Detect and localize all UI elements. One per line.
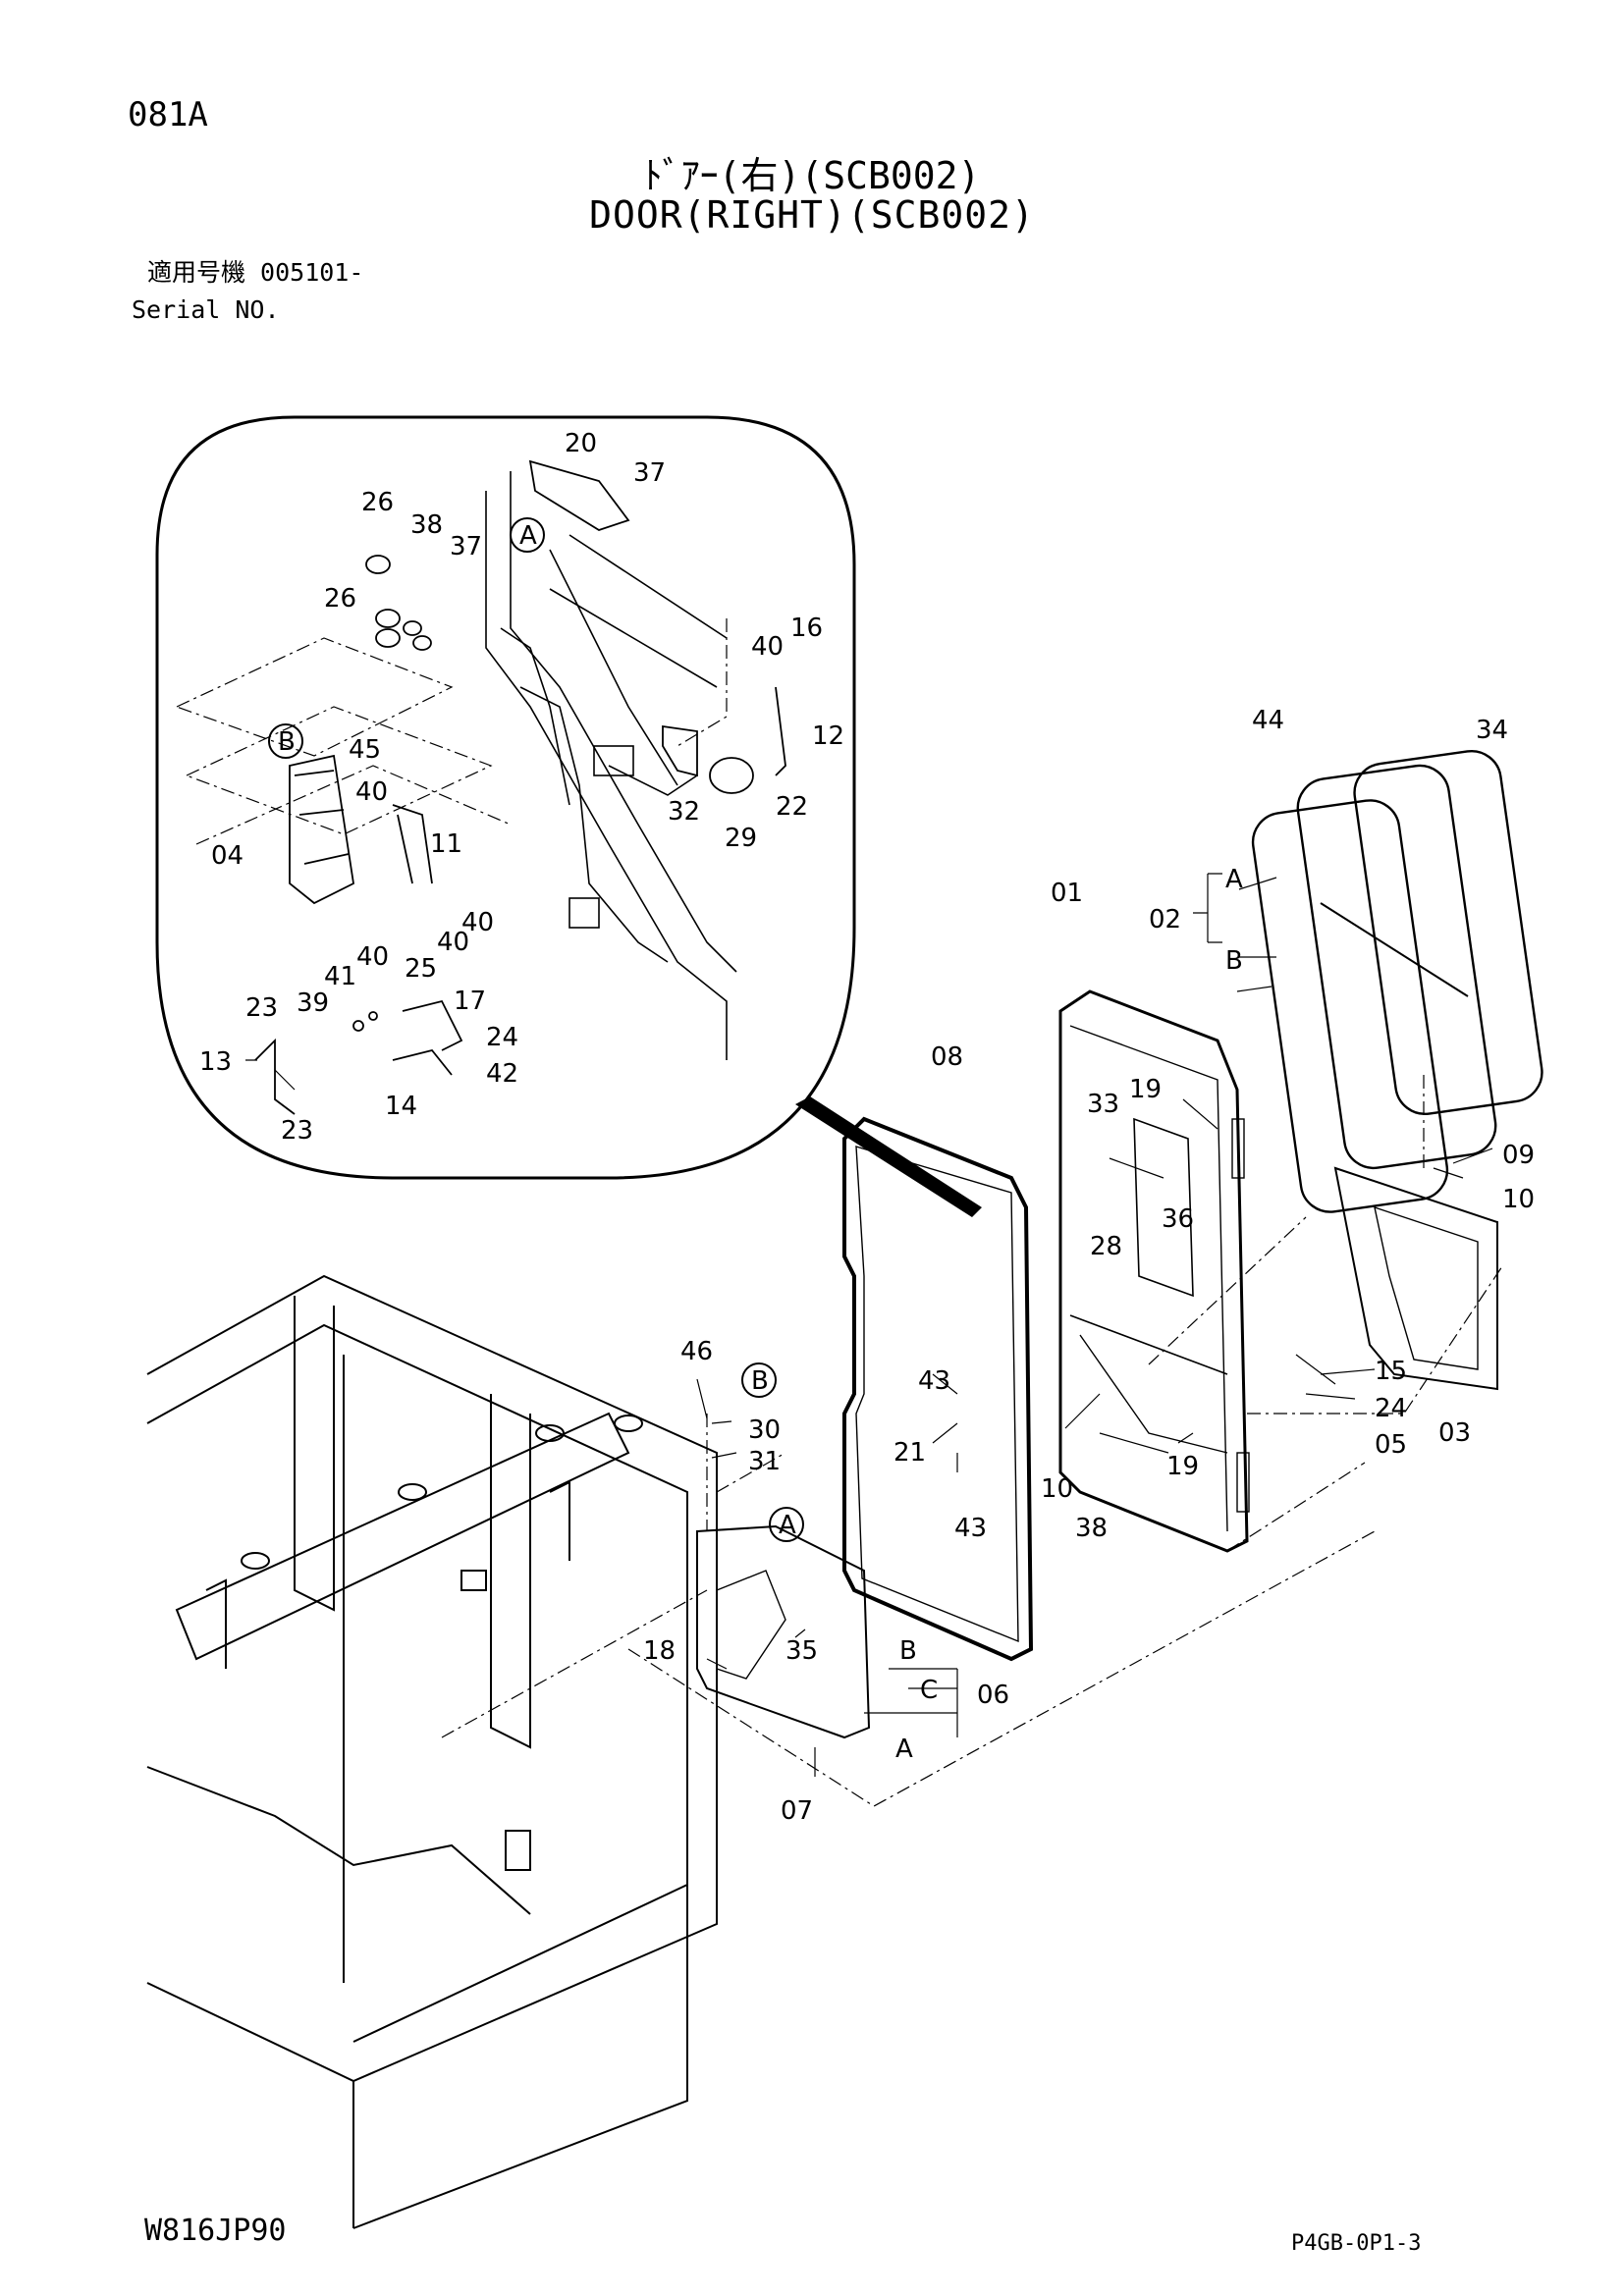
- callout-34: 34: [1476, 716, 1508, 745]
- door-seal: [842, 1116, 1034, 1662]
- callout-11: 11: [430, 829, 462, 859]
- callout-22: 22: [776, 792, 808, 822]
- callout-40-right: 40: [461, 908, 494, 937]
- callout-21: 21: [893, 1438, 926, 1468]
- callout-03: 03: [1438, 1418, 1471, 1448]
- callout-28: 28: [1090, 1232, 1122, 1261]
- callout-12: 12: [812, 721, 844, 751]
- drawing-number: W816JP90: [144, 2214, 287, 2248]
- callout-31: 31: [748, 1447, 781, 1476]
- callout-14: 14: [385, 1092, 417, 1121]
- callout-26-bottom: 26: [324, 584, 356, 614]
- callout-10-door: 10: [1041, 1474, 1073, 1504]
- callout-26-top: 26: [361, 488, 394, 517]
- installation-guides: [441, 1075, 1503, 1807]
- callout-38-door: 38: [1075, 1514, 1108, 1543]
- callout-35: 35: [785, 1636, 818, 1666]
- callout-43-top: 43: [918, 1366, 950, 1396]
- page-title: DOOR(RIGHT)(SCB002): [589, 193, 1035, 237]
- lock-rod-assembly: [254, 999, 463, 1115]
- callout-30: 30: [748, 1415, 781, 1445]
- latch-plate: [662, 724, 698, 777]
- ref-glass-a: A: [1225, 865, 1243, 894]
- callout-24-handle: 24: [1375, 1394, 1407, 1423]
- glass-split-line: [1320, 902, 1469, 997]
- callout-24-detail: 24: [486, 1023, 518, 1052]
- door-frame: [1058, 989, 1249, 1553]
- callout-23-bottom: 23: [281, 1116, 313, 1146]
- door-glass-inner: [1296, 764, 1497, 1170]
- page-title-japanese: ﾄﾞｱｰ(右)(SCB002): [643, 154, 981, 197]
- callout-41: 41: [324, 962, 356, 991]
- callout-44: 44: [1252, 706, 1284, 735]
- callout-09: 09: [1502, 1141, 1535, 1170]
- callout-32: 32: [668, 797, 700, 827]
- callout-23-top: 23: [245, 993, 278, 1023]
- callout-45: 45: [349, 735, 381, 765]
- page-code: 081A: [128, 95, 208, 134]
- callout-43-bottom: 43: [954, 1514, 987, 1543]
- trim-panel: [696, 1524, 871, 1739]
- callout-40-latch: 40: [355, 777, 388, 807]
- ref-seal-c: C: [920, 1676, 938, 1705]
- callout-05: 05: [1375, 1430, 1407, 1460]
- serial-range-japanese: 適用号機 005101-: [147, 258, 364, 287]
- callout-40-rod: 40: [751, 632, 784, 662]
- lower-window: [1333, 1166, 1498, 1391]
- ref-circle-b-panel: B: [751, 1366, 769, 1396]
- callout-20: 20: [565, 429, 597, 458]
- ref-seal-b: B: [899, 1636, 917, 1666]
- ref-glass-b: B: [1225, 946, 1243, 976]
- callout-42: 42: [486, 1059, 518, 1089]
- sheet-code: P4GB-0P1-3: [1291, 2231, 1422, 2256]
- callout-18: 18: [643, 1636, 676, 1666]
- callout-25: 25: [405, 954, 437, 984]
- callout-10-window: 10: [1502, 1185, 1535, 1214]
- callout-33: 33: [1087, 1090, 1119, 1119]
- callout-01: 01: [1051, 879, 1083, 908]
- ref-seal-a: A: [895, 1735, 913, 1764]
- latch-assembly: [289, 754, 433, 905]
- inner-handle: [528, 459, 630, 531]
- washer-stack: [365, 555, 432, 651]
- callout-46: 46: [680, 1337, 713, 1366]
- callout-37-top: 37: [633, 458, 666, 488]
- detail-frame-pillar: [485, 471, 737, 1060]
- ref-circle-a-detail: A: [519, 521, 537, 551]
- callout-08: 08: [931, 1042, 963, 1072]
- callout-40-mid: 40: [437, 928, 469, 957]
- callout-02: 02: [1149, 905, 1181, 934]
- callout-19-bottom: 19: [1166, 1452, 1199, 1481]
- callout-04: 04: [211, 841, 244, 871]
- callout-37-left: 37: [450, 532, 482, 561]
- callout-15: 15: [1375, 1357, 1407, 1386]
- ref-circle-a-panel: A: [779, 1511, 796, 1540]
- callout-19-top: 19: [1129, 1075, 1162, 1104]
- ref-circle-b-detail: B: [278, 727, 296, 757]
- callout-17: 17: [454, 987, 486, 1016]
- detail-hidden-planes: [175, 618, 728, 845]
- callout-38-detail: 38: [410, 510, 443, 540]
- callout-39: 39: [297, 988, 329, 1018]
- door-glass-outer: [1251, 799, 1449, 1213]
- leader-lines: [245, 873, 1493, 1777]
- callout-06: 06: [977, 1681, 1009, 1710]
- detail-bubble-outline: [155, 415, 856, 1180]
- control-rod: [775, 686, 786, 776]
- callout-07: 07: [781, 1796, 813, 1826]
- latch-cam: [709, 757, 754, 794]
- callout-40-low: 40: [356, 942, 389, 972]
- callout-13: 13: [199, 1047, 232, 1077]
- callout-16: 16: [790, 614, 823, 643]
- glass-seal: [1353, 749, 1543, 1116]
- callout-36: 36: [1162, 1204, 1194, 1234]
- serial-label: Serial NO.: [132, 295, 280, 324]
- cab-frame: [146, 1274, 718, 2229]
- callout-29: 29: [725, 824, 757, 853]
